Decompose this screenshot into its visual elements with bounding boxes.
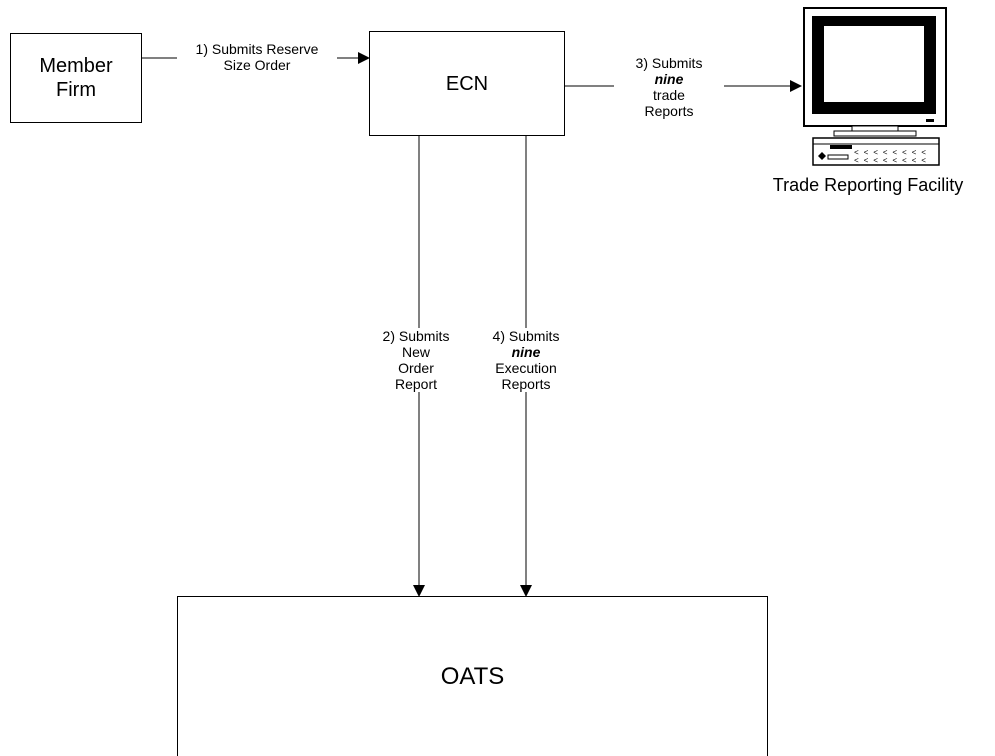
step2-label: 2) Submits New Order Report [366, 328, 466, 392]
step2-line4: Report [394, 376, 438, 392]
oats-box: OATS [177, 596, 768, 756]
member-firm-label: Member Firm [39, 55, 113, 101]
step3-line2: nine [654, 71, 684, 87]
step3-line3: trade [653, 87, 685, 103]
step1-line2: Size Order [223, 57, 291, 73]
step3-label: 3) Submits nine trade Reports [614, 55, 724, 119]
step4-label: 4) Submits nine Execution Reports [476, 328, 576, 392]
computer-terminal-icon: < < < < < < < < < < < < < < < < [803, 7, 947, 166]
trade-reporting-facility-label: Trade Reporting Facility [772, 175, 964, 195]
step2-line2: New [401, 344, 430, 360]
ecn-label: ECN [445, 72, 489, 95]
step4-line3: Execution [495, 360, 557, 376]
step4-line4: Reports [501, 376, 551, 392]
step3-line1: 3) Submits [635, 55, 703, 71]
step2-line3: Order [398, 360, 434, 376]
step1-label: 1) Submits Reserve Size Order [177, 41, 337, 73]
step4-line1: 4) Submits [492, 328, 560, 344]
step2-line1: 2) Submits [382, 328, 450, 344]
member-firm-box: Member Firm [10, 33, 142, 123]
oats-label: OATS [440, 662, 505, 690]
step1-line1: 1) Submits Reserve [195, 41, 319, 57]
step3-line4: Reports [644, 103, 694, 119]
ecn-box: ECN [369, 31, 565, 136]
step4-line2: nine [511, 344, 541, 360]
svg-text:< < < < < < < <: < < < < < < < < [854, 149, 926, 158]
svg-text:< < < < < < < <: < < < < < < < < [854, 157, 926, 166]
